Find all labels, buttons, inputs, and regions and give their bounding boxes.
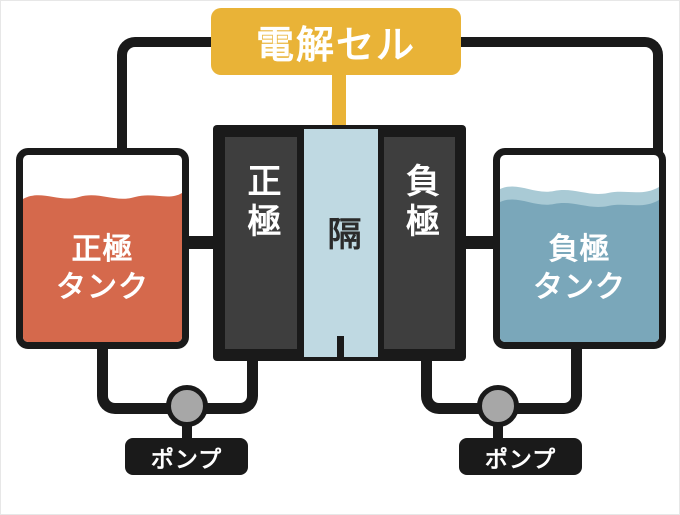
pump-right-stand [493,421,503,443]
positive-tank-label-line2: タンク [56,270,149,304]
pump-left-stand [182,421,192,443]
pipe-positive-tank-to-cell [184,236,218,249]
electrolysis-cell: 正極 隔 負極 [213,125,466,361]
negative-tank-liquid [500,186,659,342]
pipe-cell-to-negative-tank [460,236,496,249]
separator-notch [337,336,344,357]
pump-right-label-badge: ポンプ [459,438,582,475]
pump-left [166,385,208,427]
pump-right-label: ポンプ [484,445,557,472]
pump-left-label-badge: ポンプ [125,438,248,475]
cell-title: 電解セル [255,25,416,67]
pump-left-label: ポンプ [150,445,223,472]
negative-tank: 負極 タンク [493,148,666,349]
separator-label: 隔 [322,216,360,250]
cell-title-connector [332,73,346,131]
pump-right [477,385,519,427]
positive-electrode: 正極 [225,137,297,349]
positive-tank: 正極 タンク [16,148,189,349]
negative-tank-label-line2: タンク [533,270,626,304]
positive-electrode-label: 正極 [242,163,280,243]
negative-tank-label-line1: 負極 [548,233,611,266]
negative-tank-label: 負極 タンク [500,155,659,342]
negative-electrode: 負極 [384,137,455,349]
separator-membrane: 隔 [304,129,378,357]
cell-title-badge: 電解セル [211,8,461,75]
positive-tank-label: 正極 タンク [23,155,182,342]
positive-tank-label-line1: 正極 [71,233,134,266]
positive-tank-liquid [23,193,182,342]
negative-electrode-label: 負極 [400,163,439,243]
